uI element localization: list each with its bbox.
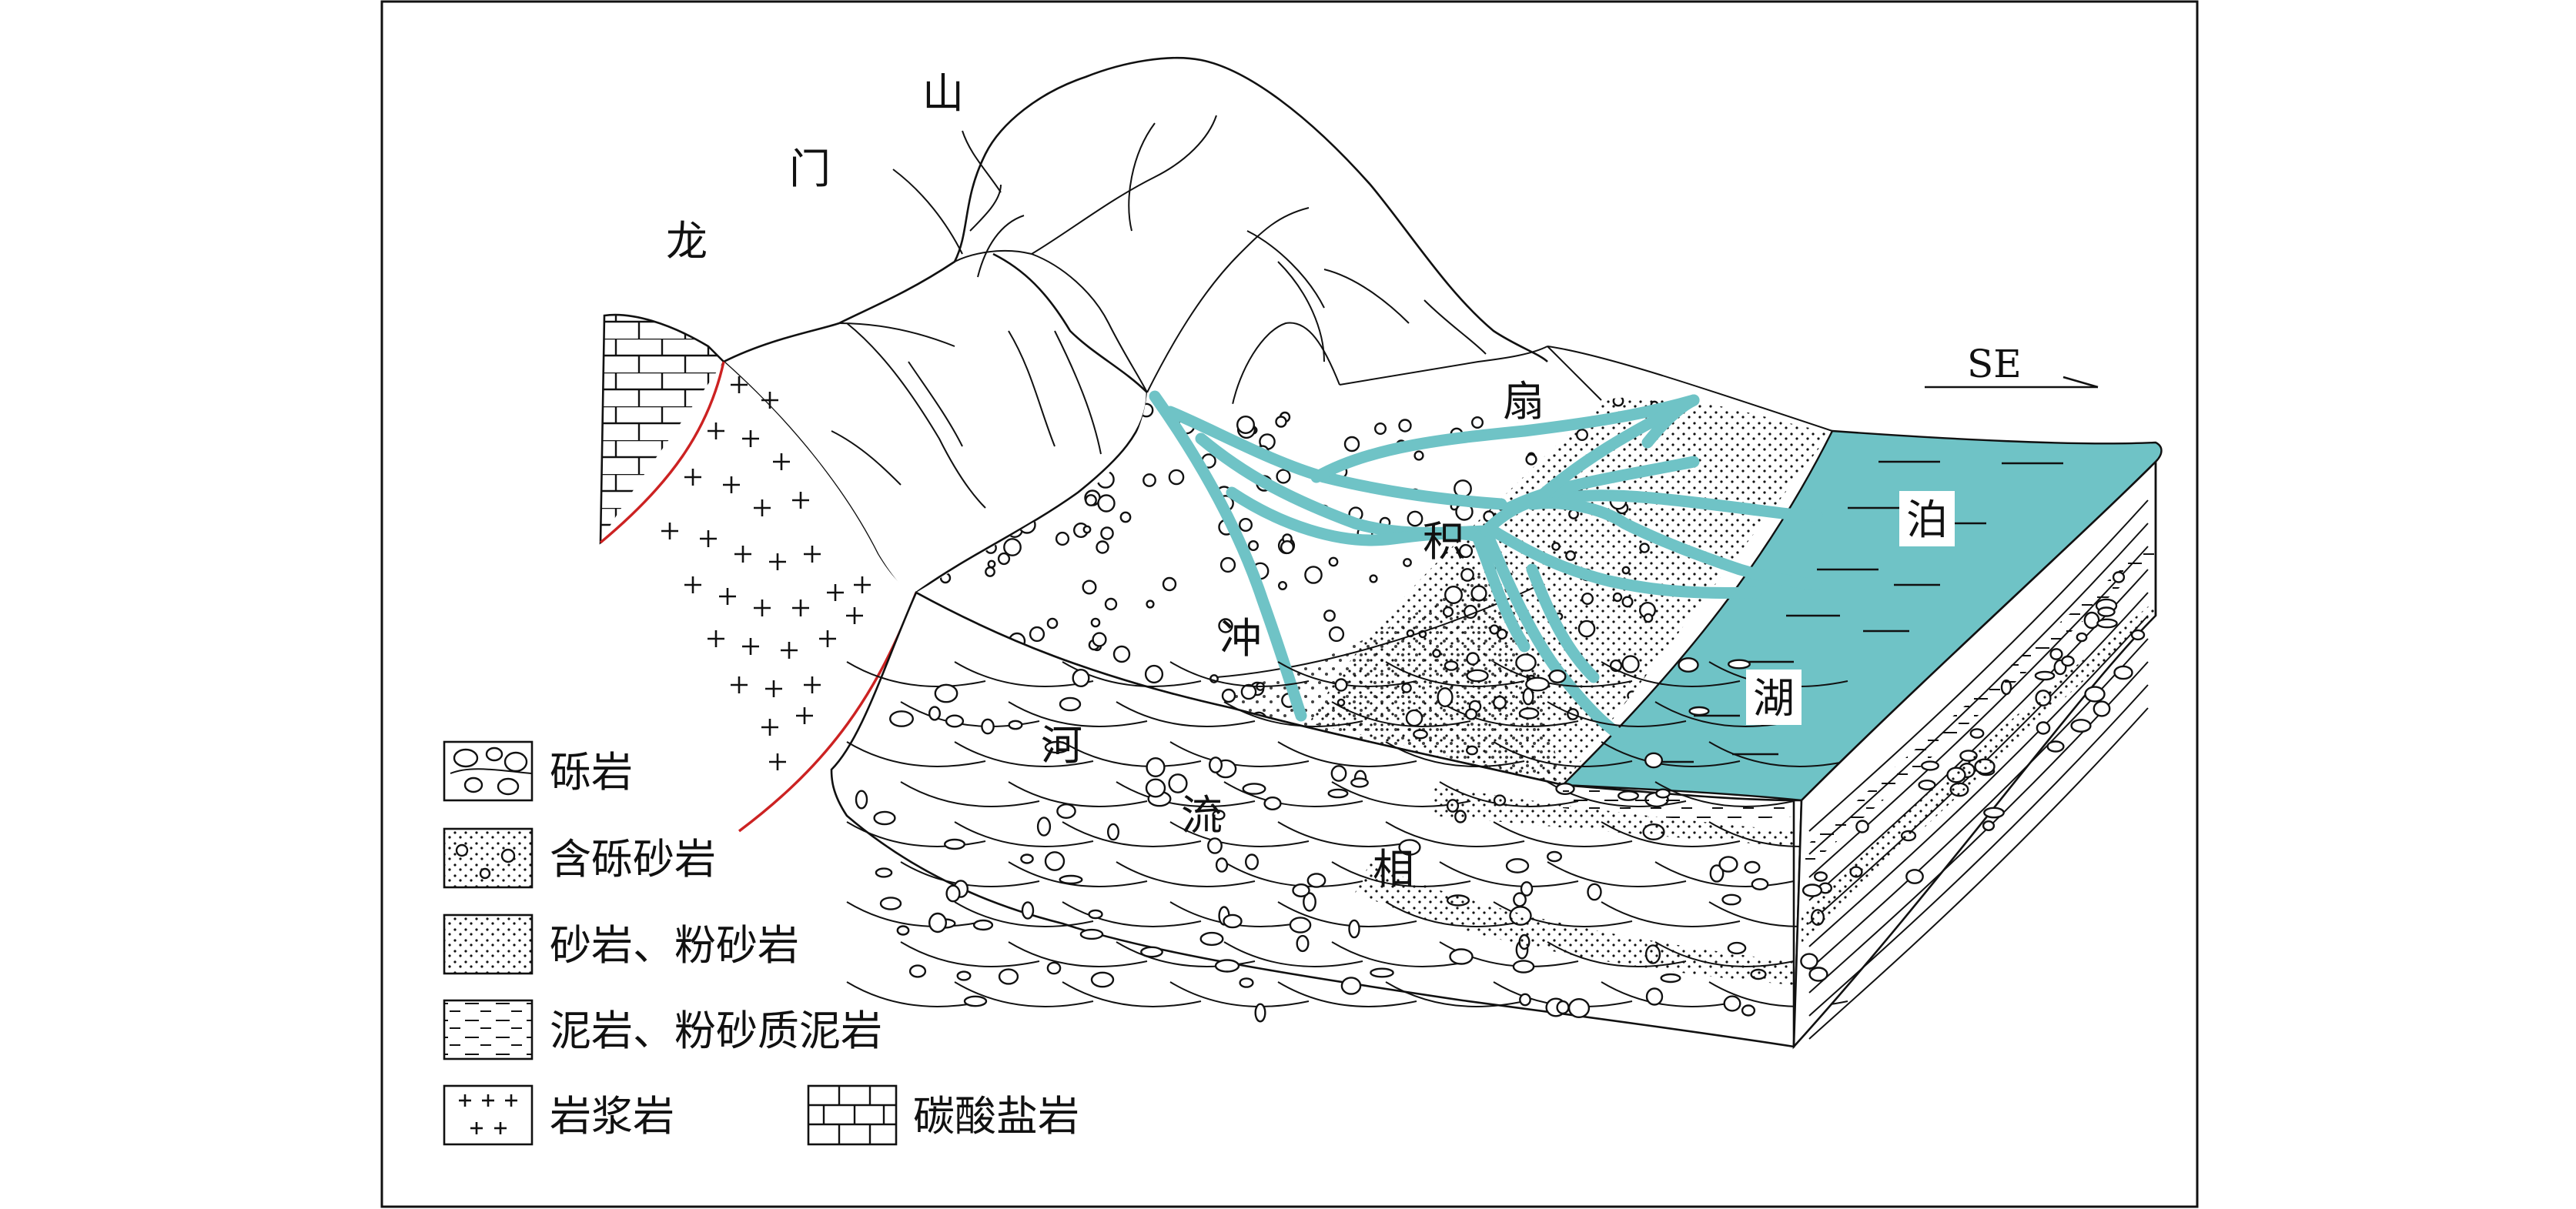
magmatic-crosses bbox=[661, 376, 871, 770]
legend-item-conglomerate: 砾岩 bbox=[443, 740, 633, 802]
legend-label-mudstone: 泥岩、粉砂质泥岩 bbox=[550, 1007, 882, 1055]
legend-label-conglomerate: 砾岩 bbox=[550, 748, 633, 797]
legend: 砾岩 含砾砂岩 砂岩、粉砂岩 泥岩、粉砂质泥岩 岩浆岩 bbox=[443, 740, 1079, 1146]
direction-indicator: SE bbox=[1925, 342, 2099, 389]
legend-label-pebbly-sandstone: 含砾砂岩 bbox=[550, 835, 716, 883]
lake-dashes bbox=[1648, 460, 2063, 763]
legend-item-pebbly-sandstone: 含砾砂岩 bbox=[443, 827, 716, 889]
legend-item-mudstone: 泥岩、粉砂质泥岩 bbox=[443, 999, 882, 1060]
label-fan-3: 扇 bbox=[1503, 377, 1544, 426]
fault-line-upper bbox=[599, 361, 725, 544]
label-lake-2: 泊 bbox=[1906, 496, 1948, 544]
legend-item-magmatic: 岩浆岩 bbox=[443, 1084, 674, 1146]
label-river-3: 相 bbox=[1373, 845, 1414, 893]
cross-section-front bbox=[830, 591, 1848, 1048]
cross-section-side bbox=[1792, 459, 2157, 1050]
direction-label: SE bbox=[1967, 342, 2022, 386]
label-river-1: 河 bbox=[1041, 721, 1082, 770]
label-lake-1: 湖 bbox=[1753, 674, 1795, 723]
figure-frame bbox=[380, 0, 2199, 1208]
label-lake-2-box: 泊 bbox=[1899, 491, 1955, 546]
label-mountain-3: 山 bbox=[922, 69, 964, 118]
label-river-2: 流 bbox=[1181, 791, 1223, 840]
magmatic-region bbox=[601, 362, 916, 773]
legend-label-magmatic: 岩浆岩 bbox=[550, 1092, 674, 1141]
legend-label-sandstone: 砂岩、粉砂岩 bbox=[550, 921, 799, 970]
legend-label-carbonate: 碳酸盐岩 bbox=[913, 1092, 1079, 1141]
legend-item-sandstone: 砂岩、粉砂岩 bbox=[443, 913, 799, 975]
label-fan-2: 积 bbox=[1423, 517, 1464, 566]
label-fan-1: 冲 bbox=[1220, 614, 1262, 663]
label-mountain-2: 门 bbox=[789, 145, 831, 193]
label-lake-1-box: 湖 bbox=[1746, 670, 1802, 725]
mountain-range bbox=[723, 56, 1548, 596]
label-mountain-1: 龙 bbox=[666, 217, 708, 266]
legend-item-carbonate: 碳酸盐岩 bbox=[807, 1084, 1079, 1146]
